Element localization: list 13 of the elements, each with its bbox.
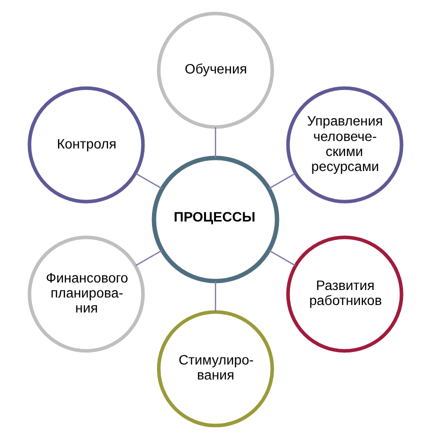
node-circle: Стимулиро- вания	[156, 310, 274, 428]
node-circle: Финансового планирова- ния	[28, 236, 145, 353]
connector	[135, 250, 162, 266]
node-circle: Обучения	[156, 12, 274, 129]
node-circle: ПРОЦЕССЫ	[152, 156, 280, 284]
connector	[214, 127, 216, 158]
node-circle: Управления человече- скими ресурсами	[286, 86, 404, 204]
node-circle: Контроля	[28, 86, 145, 204]
connector	[268, 250, 296, 266]
node-circle: Развития работников	[286, 236, 404, 353]
connector	[268, 172, 296, 190]
connector	[214, 281, 216, 312]
connector	[135, 172, 162, 190]
